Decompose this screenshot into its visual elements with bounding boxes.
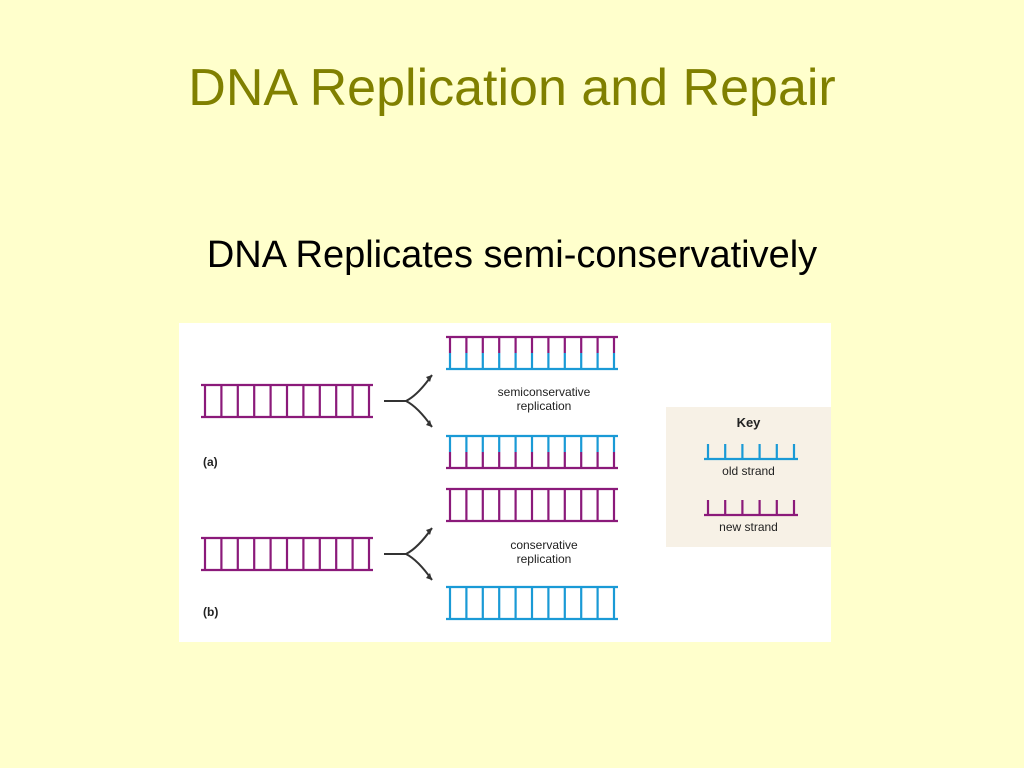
fork-arrow-b: [384, 527, 433, 581]
key-drawing: [704, 444, 798, 517]
conservative-label: conservative replication: [464, 538, 624, 566]
replication-diagram: semiconservative replication conservativ…: [179, 323, 831, 642]
panel-a-letter: (a): [203, 455, 218, 469]
key-title: Key: [736, 415, 761, 430]
parent-dna-a: [201, 383, 373, 419]
panel-b-letter: (b): [203, 605, 219, 619]
key-box: Key old strand new strand: [666, 407, 831, 547]
key-new-strand-sample: [704, 500, 798, 517]
conservative-daughter-new: [446, 585, 618, 621]
conservative-daughter-parent: [446, 487, 618, 523]
conservative-label-line2: replication: [516, 552, 572, 566]
diagram-drawing: [201, 335, 618, 621]
key-new-strand-label: new strand: [719, 520, 778, 534]
slide-title: DNA Replication and Repair: [188, 59, 836, 117]
semiconservative-label-line1: semiconservative: [497, 385, 591, 399]
fork-arrow-b-lower-arrowhead: [426, 573, 432, 580]
semiconservative-label: semiconservative replication: [464, 385, 624, 413]
slide-subtitle: DNA Replicates semi-conservatively: [206, 234, 818, 276]
conservative-label-line1: conservative: [510, 538, 578, 552]
semiconservative-daughter-2: [446, 434, 618, 470]
fork-arrow-b-upper-arrowhead: [426, 528, 432, 535]
semiconservative-daughter-1: [446, 335, 618, 371]
fork-arrow-a: [384, 374, 433, 428]
key-old-strand-label: old strand: [722, 464, 775, 478]
fork-arrow-a-lower-arrowhead: [426, 420, 432, 427]
fork-arrow-a-upper-arrowhead: [426, 375, 432, 382]
key-old-strand-sample: [704, 444, 798, 461]
parent-dna-b: [201, 536, 373, 572]
semiconservative-label-line2: replication: [516, 399, 572, 413]
